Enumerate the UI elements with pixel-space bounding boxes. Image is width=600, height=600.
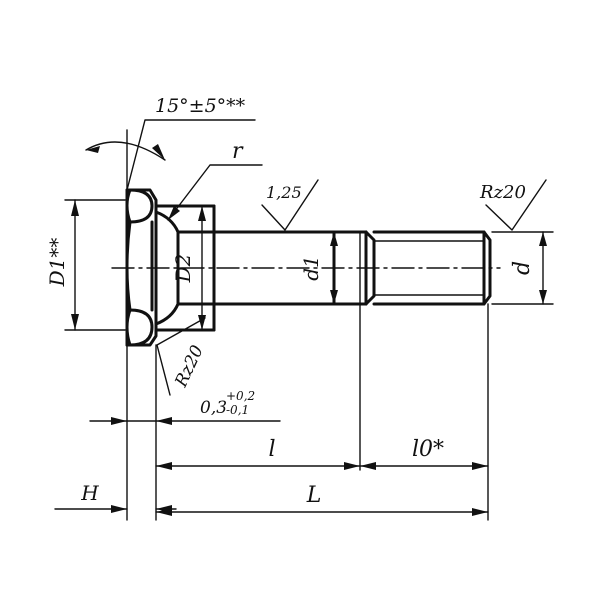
label-angle: 15°±5°** [155, 95, 246, 117]
label-roughness-face: Rz20 [171, 342, 208, 391]
label-l0: l0* [412, 437, 444, 462]
label-tolerance-lower: -0,1 [226, 403, 249, 417]
label-d: d [510, 261, 535, 275]
label-H: H [80, 481, 99, 505]
label-roughness-shank: 1,25 [266, 183, 302, 202]
dimension-H: H [54, 481, 177, 513]
bolt-collar [154, 204, 216, 332]
angle-annotation: 15°±5°** [85, 95, 256, 191]
radius-leader: r [167, 139, 263, 221]
label-r: r [232, 139, 244, 164]
dimension-l-l0: l l0* [155, 437, 489, 470]
label-d1: d1 [299, 255, 323, 281]
dimension-d1: d1 [299, 231, 338, 305]
label-l: l [268, 437, 275, 462]
roughness-shank: 1,25 [261, 179, 319, 231]
dimension-L: L [155, 483, 489, 516]
roughness-thread: Rz20 [479, 179, 547, 231]
dimension-D1: D1** [45, 199, 79, 331]
label-L: L [306, 483, 322, 508]
label-D2: D2 [171, 254, 195, 284]
label-D1: D1** [45, 238, 69, 288]
dimension-d: d [510, 231, 547, 305]
dimension-offset-tolerance: 0,3 +0,2 -0,1 [89, 389, 281, 425]
label-tolerance-base: 0,3 [200, 398, 227, 418]
label-roughness-thread: Rz20 [479, 182, 526, 203]
dimension-D2: D2 [171, 205, 206, 331]
label-tolerance-upper: +0,2 [226, 389, 255, 403]
